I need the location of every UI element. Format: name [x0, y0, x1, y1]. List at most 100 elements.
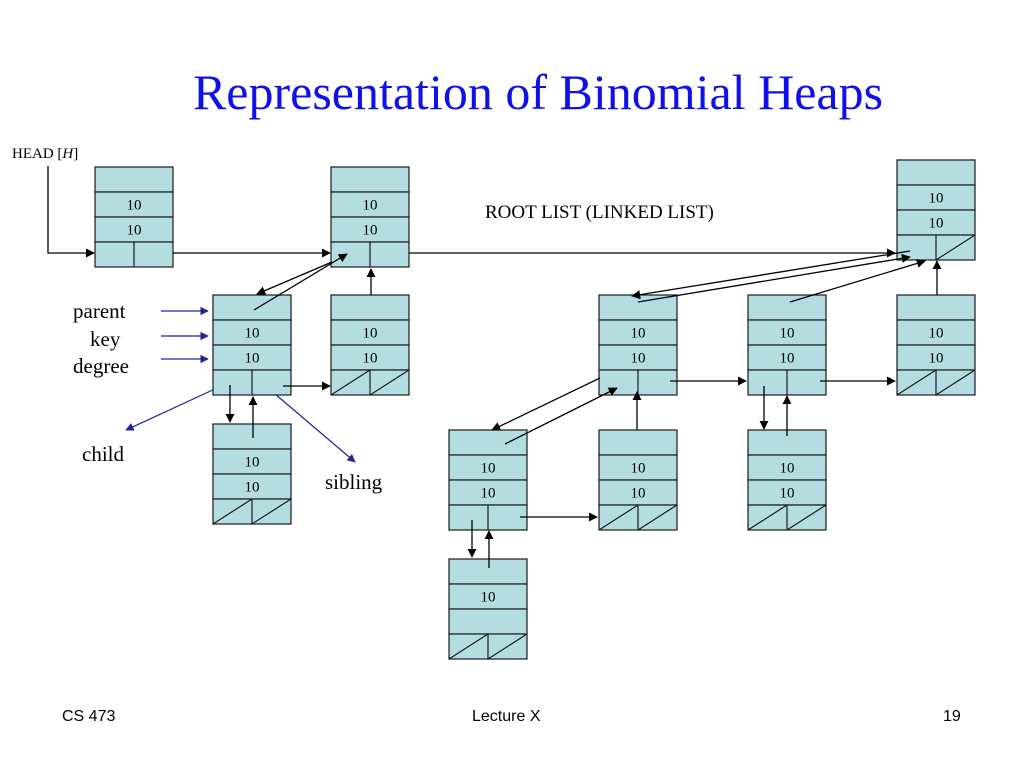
node-degree-field — [212, 344, 292, 371]
node-degree-value: 10 — [780, 486, 795, 502]
heap-node: 10 10 — [330, 294, 410, 396]
node-key-value: 10 — [780, 461, 795, 477]
sibling-legend-arrow — [267, 387, 356, 463]
node-parent-field — [212, 294, 292, 321]
null-child-slash — [448, 633, 489, 660]
node-parent-field — [598, 294, 678, 321]
heap-node: 10 10 — [598, 429, 678, 531]
null-child-slash — [747, 504, 788, 531]
footer-lecture: Lecture X — [472, 708, 541, 725]
heap-node: 10 10 — [896, 159, 976, 261]
null-child-slash — [212, 498, 253, 525]
node-key-field — [212, 319, 292, 346]
parent-field-label: parent — [73, 299, 126, 323]
heap-node: 10 — [448, 558, 528, 660]
node-key-field — [330, 319, 410, 346]
node-degree-field — [448, 608, 528, 635]
node-key-value: 10 — [363, 326, 378, 342]
heap-node: 10 10 — [747, 429, 827, 531]
heap-node: 10 10 — [212, 294, 292, 396]
node-key-field — [747, 454, 827, 481]
node-key-value: 10 — [929, 326, 944, 342]
child-field-label: child — [82, 442, 124, 466]
node-key-value: 10 — [481, 590, 496, 606]
node-degree-value: 10 — [363, 351, 378, 367]
node-key-value: 10 — [780, 326, 795, 342]
null-sibling-slash — [369, 369, 410, 396]
node-key-value: 10 — [631, 461, 646, 477]
null-sibling-slash — [935, 369, 976, 396]
node-key-value: 10 — [929, 191, 944, 207]
node-degree-value: 10 — [929, 351, 944, 367]
degree-field-label: degree — [73, 354, 129, 378]
node-key-value: 10 — [245, 455, 260, 471]
heap-node: 10 10 — [94, 166, 174, 268]
head-pointer-arrow — [47, 166, 95, 258]
head-label: HEAD [H] — [12, 146, 78, 162]
node-key-value: 10 — [481, 461, 496, 477]
node-degree-field — [598, 479, 678, 506]
node-key-field — [598, 454, 678, 481]
null-sibling-slash — [487, 633, 528, 660]
child-pointer-arrow — [631, 250, 911, 300]
node-parent-field — [448, 429, 528, 456]
node-parent-field — [330, 166, 410, 193]
null-child-slash — [598, 504, 639, 531]
node-parent-field — [896, 159, 976, 186]
parent-pointer-arrow — [789, 259, 926, 303]
sibling-field-label: sibling — [325, 470, 383, 494]
node-key-value: 10 — [363, 198, 378, 214]
heap-node: 10 10 — [747, 294, 827, 396]
null-sibling-slash — [637, 504, 678, 531]
node-degree-value: 10 — [127, 223, 142, 239]
node-degree-value: 10 — [929, 216, 944, 232]
slide-title: Representation of Binomial Heaps — [192, 64, 884, 120]
footer-course: CS 473 — [62, 708, 116, 725]
heap-nodes: 10 10 10 10 10 10 10 10 10 10 10 10 10 10 10 10 10 10 10 10… — [94, 159, 976, 660]
node-key-field — [896, 319, 976, 346]
node-key-field — [212, 448, 292, 475]
node-parent-field — [212, 423, 292, 450]
binomial-heap-diagram: HEAD [H] ROOT LIST (LINKED LIST) parent … — [12, 146, 976, 660]
parent-pointer-arrow — [637, 253, 911, 303]
child-pointer-arrow — [256, 261, 333, 295]
node-parent-field — [747, 294, 827, 321]
parent-pointer-arrow — [504, 387, 618, 445]
parent-pointer-arrow — [253, 253, 348, 311]
node-parent-field — [598, 429, 678, 456]
node-degree-field — [94, 216, 174, 243]
node-degree-field — [330, 216, 410, 243]
node-parent-field — [448, 558, 528, 585]
key-field-label: key — [90, 327, 121, 351]
node-parent-field — [896, 294, 976, 321]
node-key-field — [448, 454, 528, 481]
node-key-value: 10 — [245, 326, 260, 342]
node-degree-field — [896, 209, 976, 236]
node-degree-field — [747, 344, 827, 371]
node-key-value: 10 — [127, 198, 142, 214]
node-degree-value: 10 — [481, 486, 496, 502]
null-child-slash — [330, 369, 371, 396]
heap-node: 10 10 — [330, 166, 410, 268]
node-key-field — [330, 191, 410, 218]
null-child-slash — [896, 369, 937, 396]
null-sibling-slash — [251, 498, 292, 525]
null-sibling-slash — [786, 504, 827, 531]
node-degree-value: 10 — [245, 480, 260, 496]
node-degree-value: 10 — [631, 486, 646, 502]
null-sibling-slash — [935, 234, 976, 261]
node-parent-field — [330, 294, 410, 321]
pointer-connectors — [173, 248, 942, 568]
footer-page-number: 19 — [943, 708, 961, 725]
node-degree-value: 10 — [780, 351, 795, 367]
node-parent-field — [94, 166, 174, 193]
heap-node: 10 10 — [896, 294, 976, 396]
node-degree-field — [896, 344, 976, 371]
node-degree-value: 10 — [245, 351, 260, 367]
child-pointer-arrow — [491, 377, 601, 431]
node-degree-value: 10 — [363, 223, 378, 239]
root-list-label: ROOT LIST (LINKED LIST) — [485, 202, 714, 223]
heap-node: 10 10 — [448, 429, 528, 531]
node-key-value: 10 — [631, 326, 646, 342]
